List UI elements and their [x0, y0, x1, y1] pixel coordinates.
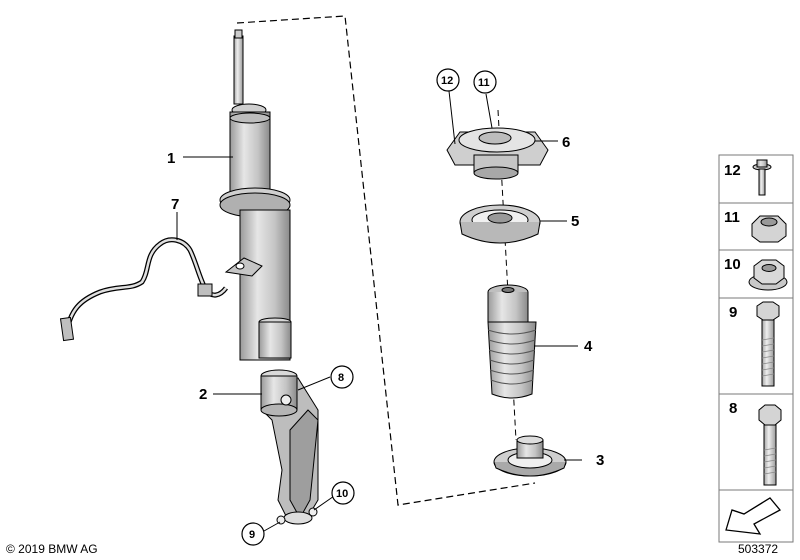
copyright-text: © 2019 BMW AG [6, 542, 98, 556]
leader-lines [176, 90, 582, 532]
diagram-number: 503372 [738, 542, 779, 556]
svg-text:8: 8 [338, 372, 344, 384]
assembly-dash-line [236, 15, 536, 506]
svg-text:9: 9 [249, 529, 255, 541]
panel-label-11: 11 [724, 209, 740, 226]
strut-fork [260, 369, 319, 525]
hex-bolt-icon [758, 404, 782, 486]
panel-label-9: 9 [729, 304, 737, 321]
panel-label-10: 10 [724, 256, 741, 273]
bump-stop-dust-boot [487, 284, 537, 399]
flange-nut-icon [748, 259, 788, 291]
svg-text:11: 11 [478, 77, 490, 89]
callout-1: 1 [167, 150, 175, 167]
callout-6: 6 [562, 134, 570, 151]
sensor-cable [59, 237, 228, 342]
nut-icon [751, 215, 787, 243]
top-mount [446, 127, 549, 180]
lower-spring-pad [493, 435, 567, 477]
callout-7: 7 [171, 196, 179, 213]
callout-2: 2 [199, 386, 207, 403]
hex-bolt-long-icon [756, 301, 780, 387]
svg-text:12: 12 [441, 75, 453, 87]
callout-5: 5 [571, 213, 579, 230]
svg-text:10: 10 [336, 488, 348, 500]
callout-4: 4 [584, 338, 593, 355]
callout-circle-8: 8 [330, 365, 354, 389]
panel-label-12: 12 [724, 162, 741, 179]
callout-circle-10: 10 [331, 481, 355, 505]
panel-label-8: 8 [729, 400, 737, 417]
callout-circle-12: 12 [436, 68, 460, 92]
callout-circle-11: 11 [473, 70, 497, 94]
spring-strut [219, 29, 292, 361]
callout-circle-9: 9 [241, 522, 265, 546]
bolt-with-washer-icon [752, 159, 772, 196]
upper-spring-pad [459, 204, 541, 244]
orientation-arrow-icon [725, 497, 782, 535]
callout-3: 3 [596, 452, 604, 469]
fastener-panel: 12 11 10 9 8 [718, 154, 794, 543]
